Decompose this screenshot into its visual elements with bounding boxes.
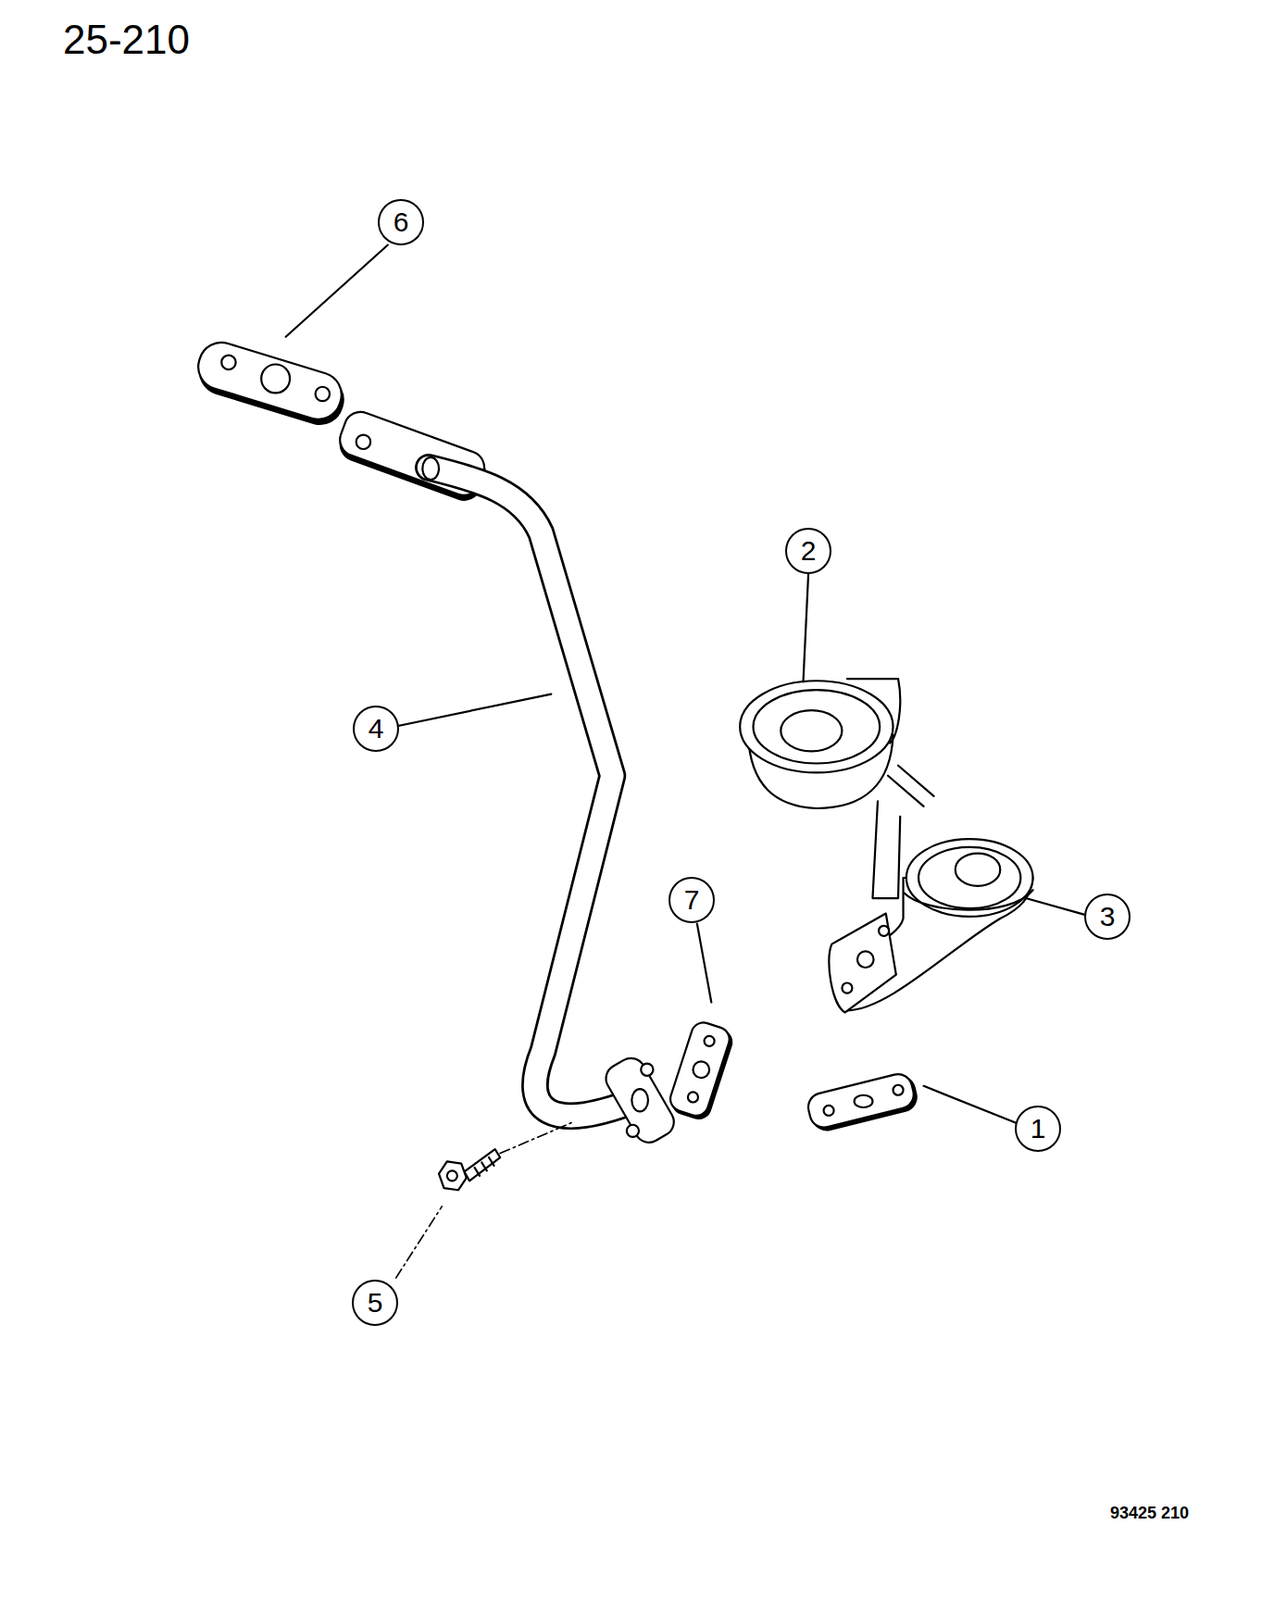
callout-circle: 7 <box>668 876 715 924</box>
callout-circle: 6 <box>377 199 425 246</box>
callout-number: 2 <box>800 537 817 565</box>
callout-number: 1 <box>1030 1114 1047 1143</box>
callout-number: 7 <box>684 886 700 914</box>
callout-number: 5 <box>367 1288 384 1317</box>
callout-number: 3 <box>1099 902 1116 931</box>
callout-number: 4 <box>368 714 385 743</box>
callout-circle: 2 <box>785 527 832 575</box>
callout-circle: 3 <box>1084 893 1131 940</box>
figure-number: 93425 210 <box>1110 1503 1189 1524</box>
page-code: 25-210 <box>62 16 190 63</box>
callout-circle: 5 <box>351 1279 399 1326</box>
callout-circle: 1 <box>1014 1105 1062 1152</box>
callout-number: 6 <box>393 208 410 237</box>
callout-circle: 4 <box>352 705 400 752</box>
